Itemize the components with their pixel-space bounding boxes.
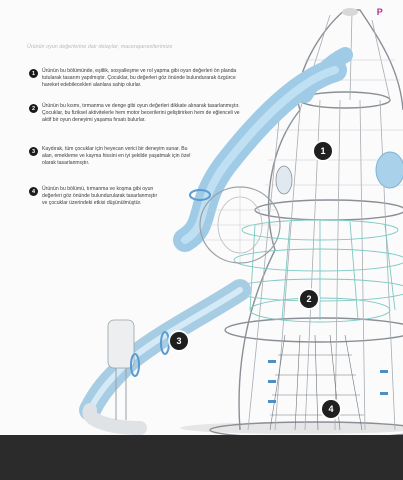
callout-marker-4: 4 <box>322 400 340 418</box>
playground-illustration <box>79 8 403 435</box>
footer-bar <box>0 435 403 480</box>
logo-text: P <box>376 7 384 17</box>
callout-marker-3: 3 <box>170 332 188 350</box>
intro-text: Ürünün oyun değerlerine dair detaylar; m… <box>27 44 173 50</box>
feature-item-3: 3 Kaydırak, tüm çocuklar için heyecan ve… <box>29 146 199 167</box>
feature-item-4: 4 Ürünün bu bölümü, tırmanma ve koşma gi… <box>29 186 159 207</box>
callout-marker-1: 1 <box>314 142 332 160</box>
item-number-badge: 3 <box>29 147 38 156</box>
feature-item-2: 2 Ürünün bu kısmı, tırmanma ve denge gib… <box>29 103 249 124</box>
item-number-badge: 4 <box>29 187 38 196</box>
brand-logo: P <box>365 5 395 19</box>
item-description: Kaydırak, tüm çocuklar için heyecan veri… <box>42 146 191 166</box>
item-number-badge: 1 <box>29 69 38 78</box>
item-description: Ürünün bu bölümü, tırmanma ve koşma gibi… <box>42 186 158 206</box>
feature-item-1: 1 Ürünün bu bölümünde, eşitlik, sosyalle… <box>29 68 249 89</box>
item-description: Ürünün bu kısmı, tırmanma ve denge gibi … <box>42 103 240 123</box>
item-description: Ürünün bu bölümünde, eşitlik, sosyalleşm… <box>42 68 237 88</box>
item-number-badge: 2 <box>29 104 38 113</box>
callout-marker-2: 2 <box>300 290 318 308</box>
